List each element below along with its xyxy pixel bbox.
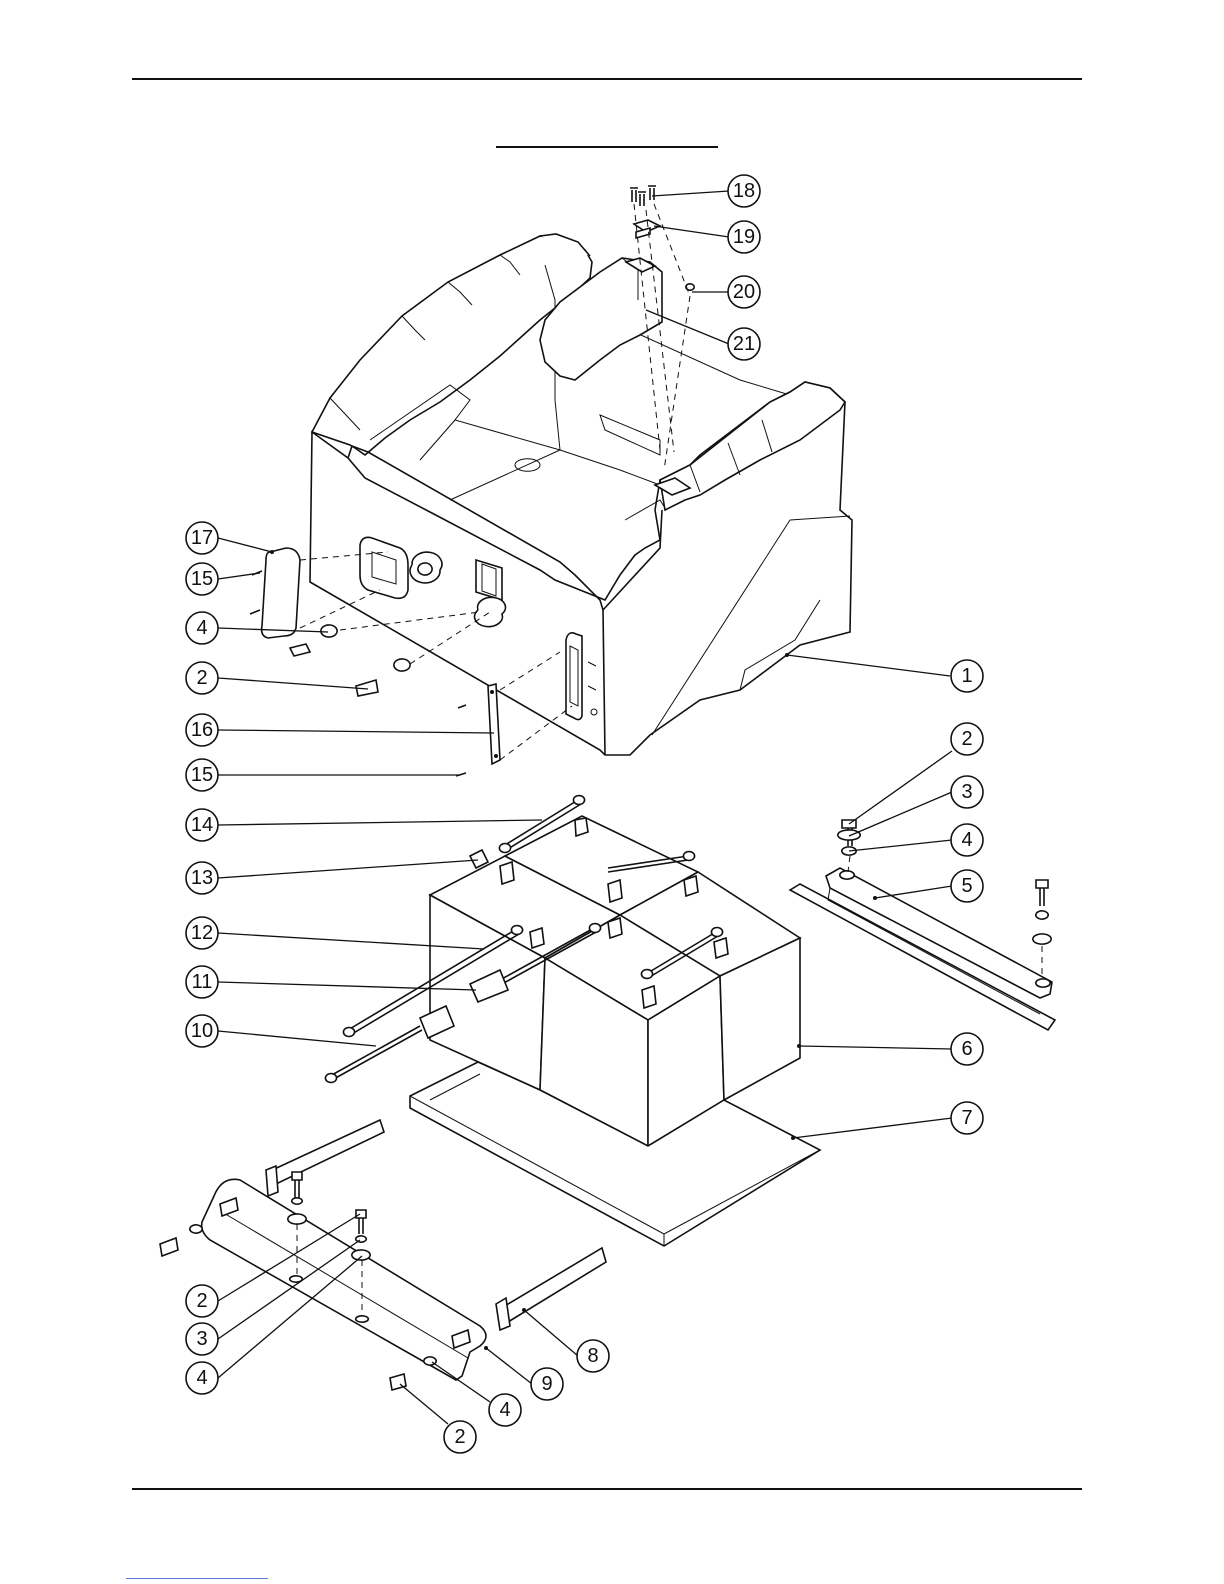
callout-label: 2 <box>196 1290 207 1312</box>
callout-label: 2 <box>196 667 207 689</box>
callout-label: 2 <box>454 1426 465 1448</box>
callout-2: 2 <box>186 1285 218 1317</box>
callout-4: 4 <box>489 1394 521 1426</box>
callout-label: 8 <box>587 1345 598 1367</box>
seat-shell <box>310 234 852 755</box>
callout-label: 18 <box>733 180 755 202</box>
callout-label: 17 <box>191 527 213 549</box>
callout-label: 14 <box>191 814 213 836</box>
callout-17: 17 <box>186 522 218 554</box>
callout-label: 4 <box>196 1367 207 1389</box>
callout-7: 7 <box>951 1102 983 1134</box>
callout-4: 4 <box>951 824 983 856</box>
callout-2: 2 <box>951 723 983 755</box>
callout-13: 13 <box>186 862 218 894</box>
callout-label: 12 <box>191 922 213 944</box>
callout-label: 2 <box>961 728 972 750</box>
callout-10: 10 <box>186 1015 218 1047</box>
callout-label: 10 <box>191 1020 213 1042</box>
callout-2: 2 <box>444 1421 476 1453</box>
callout-4: 4 <box>186 1362 218 1394</box>
callout-label: 3 <box>961 781 972 803</box>
callout-label: 15 <box>191 568 213 590</box>
callout-15: 15 <box>186 563 218 595</box>
callout-4: 4 <box>186 612 218 644</box>
callout-label: 6 <box>961 1038 972 1060</box>
callout-3: 3 <box>951 776 983 808</box>
callout-5: 5 <box>951 870 983 902</box>
callout-8: 8 <box>577 1340 609 1372</box>
callout-16: 16 <box>186 714 218 746</box>
callout-label: 11 <box>192 971 213 993</box>
callout-18: 18 <box>728 175 760 207</box>
callout-14: 14 <box>186 809 218 841</box>
callout-6: 6 <box>951 1033 983 1065</box>
callout-label: 19 <box>733 226 755 248</box>
callout-11: 11 <box>186 966 218 998</box>
callout-label: 3 <box>196 1328 207 1350</box>
callout-label: 16 <box>191 719 213 741</box>
right-mounting-bracket <box>790 820 1055 1030</box>
callout-label: 1 <box>961 665 972 687</box>
callout-label: 15 <box>191 764 213 786</box>
callout-label: 4 <box>196 617 207 639</box>
callout-label: 20 <box>733 281 755 303</box>
callout-19: 19 <box>728 221 760 253</box>
callout-label: 5 <box>961 875 972 897</box>
callout-label: 9 <box>541 1373 552 1395</box>
callout-12: 12 <box>186 917 218 949</box>
callout-15: 15 <box>186 759 218 791</box>
callout-3: 3 <box>186 1323 218 1355</box>
callout-label: 4 <box>499 1399 510 1421</box>
callout-label: 4 <box>961 829 972 851</box>
callout-21: 21 <box>728 328 760 360</box>
callout-2: 2 <box>186 662 218 694</box>
callout-label: 13 <box>191 867 213 889</box>
callout-9: 9 <box>531 1368 563 1400</box>
callout-label: 21 <box>733 333 755 355</box>
callout-label: 7 <box>961 1107 972 1129</box>
callout-20: 20 <box>728 276 760 308</box>
callout-1: 1 <box>951 660 983 692</box>
